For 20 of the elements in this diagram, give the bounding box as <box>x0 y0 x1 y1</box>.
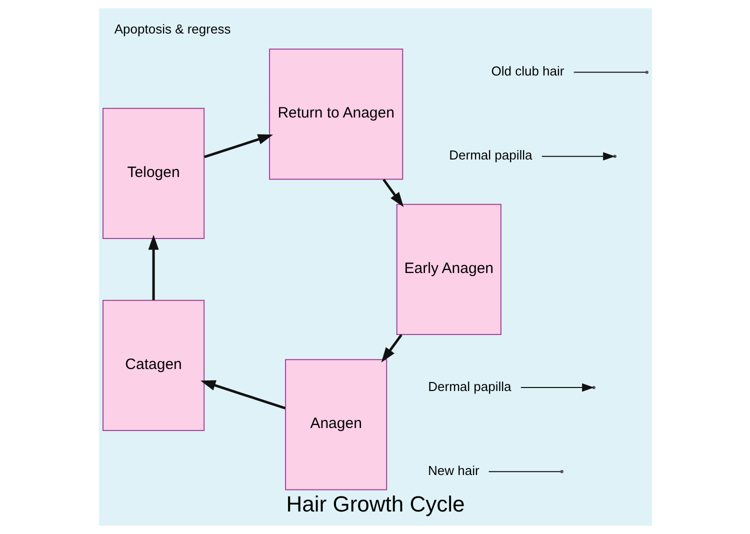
arrow <box>382 178 404 208</box>
arrow <box>200 380 286 410</box>
node-box: Anagen <box>284 359 387 490</box>
connector <box>572 72 646 73</box>
arrow <box>204 134 273 158</box>
arrow <box>540 152 615 161</box>
node-text: New hair <box>428 462 479 478</box>
arrow <box>520 383 594 392</box>
arrow <box>148 234 158 300</box>
node-text: Old club hair <box>490 64 564 79</box>
node-box: Catagen <box>102 300 204 431</box>
connector <box>488 471 560 472</box>
node-box: Return to Anagen <box>268 48 403 180</box>
node-box: Telogen <box>102 108 204 239</box>
node-text: Dermal papilla <box>428 378 511 394</box>
diagram-title: Hair Growth Cycle <box>286 491 464 516</box>
label: Apoptosis & regress <box>114 22 230 37</box>
arrow <box>380 334 402 362</box>
node-box: Early Anagen <box>396 204 501 335</box>
node-text: Dermal papilla <box>448 148 532 163</box>
